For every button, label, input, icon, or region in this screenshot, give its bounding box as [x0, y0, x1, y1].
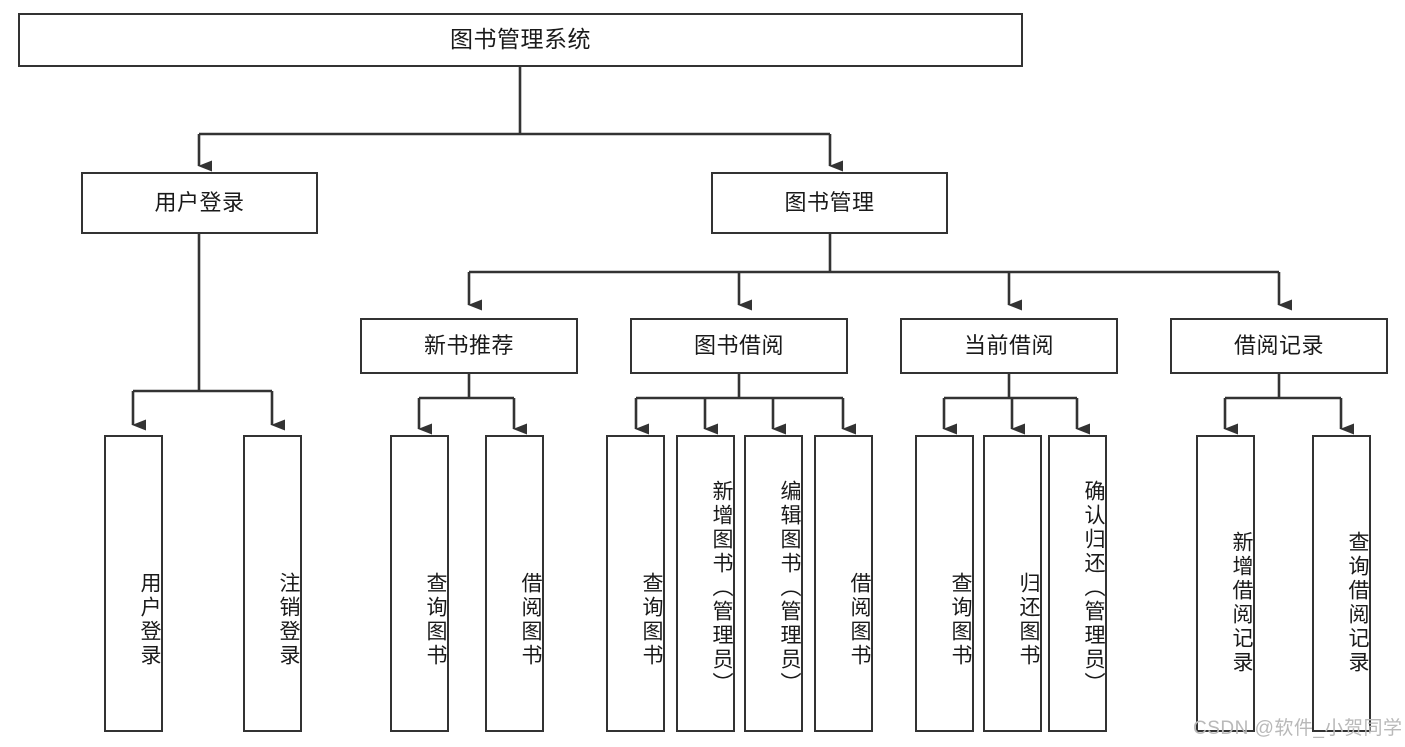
leaf-add-borrow-record[interactable]: 新增借阅记录	[1196, 435, 1255, 732]
leaf-add-book-admin[interactable]: 新增图书（管理员）	[676, 435, 735, 732]
node-book-management[interactable]: 图书管理	[711, 172, 948, 234]
node-book-borrow[interactable]: 图书借阅	[630, 318, 848, 374]
leaf-edit-book-admin[interactable]: 编辑图书（管理员）	[744, 435, 803, 732]
leaf-logout-login[interactable]: 注销登录	[243, 435, 302, 732]
node-user-login[interactable]: 用户登录	[81, 172, 318, 234]
node-new-book-recommend[interactable]: 新书推荐	[360, 318, 578, 374]
leaf-return-book[interactable]: 归还图书	[983, 435, 1042, 732]
leaf-query-book-recommend[interactable]: 查询图书	[390, 435, 449, 732]
leaf-borrow-book-recommend[interactable]: 借阅图书	[485, 435, 544, 732]
leaf-borrow-book-borrow[interactable]: 借阅图书	[814, 435, 873, 732]
leaf-user-login[interactable]: 用户登录	[104, 435, 163, 732]
node-borrow-record[interactable]: 借阅记录	[1170, 318, 1388, 374]
leaf-query-borrow-record[interactable]: 查询借阅记录	[1312, 435, 1371, 732]
leaf-confirm-return-admin[interactable]: 确认归还（管理员）	[1048, 435, 1107, 732]
node-current-borrow[interactable]: 当前借阅	[900, 318, 1118, 374]
leaf-query-book-current[interactable]: 查询图书	[915, 435, 974, 732]
node-root-system[interactable]: 图书管理系统	[18, 13, 1023, 67]
csdn-watermark: CSDN @软件_小贺同学	[1193, 718, 1403, 739]
leaf-query-book-borrow[interactable]: 查询图书	[606, 435, 665, 732]
